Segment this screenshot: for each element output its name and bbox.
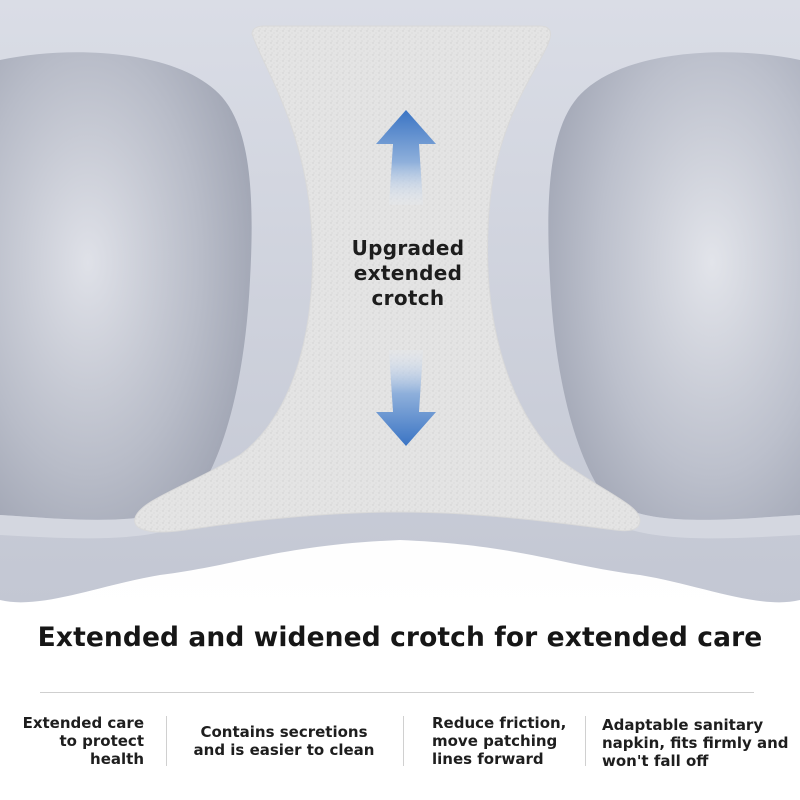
feature-line: health xyxy=(90,750,144,768)
feature-easy-clean: Contains secretions and is easier to cle… xyxy=(178,723,390,759)
feature-protect-health: Extended care to protect health xyxy=(14,714,144,768)
up-arrow-icon xyxy=(376,110,436,205)
feature-line: lines forward xyxy=(432,750,544,768)
feature-line: Adaptable sanitary xyxy=(602,716,764,734)
right-leg-opening xyxy=(548,52,800,520)
feature-line: Extended care xyxy=(22,714,144,732)
product-photo xyxy=(0,0,800,610)
feature-line: move patching xyxy=(432,732,558,750)
feature-separator xyxy=(403,716,404,766)
headline: Extended and widened crotch for extended… xyxy=(37,622,763,653)
feature-fits-firmly: Adaptable sanitary napkin, fits firmly a… xyxy=(602,716,798,770)
feature-line: and is easier to clean xyxy=(193,741,375,759)
feature-line: napkin, fits firmly and xyxy=(602,734,789,752)
crotch-label-line: crotch xyxy=(371,286,445,310)
feature-line: Reduce friction, xyxy=(432,714,567,732)
feature-separator xyxy=(166,716,167,766)
feature-separator xyxy=(585,716,586,766)
left-leg-opening xyxy=(0,52,252,520)
feature-line: to protect xyxy=(59,732,144,750)
down-arrow-icon xyxy=(376,350,436,446)
cotton-crotch-panel xyxy=(134,25,641,533)
crotch-label-line: extended xyxy=(353,261,463,285)
crotch-label-line: Upgraded xyxy=(351,236,465,260)
feature-line: Contains secretions xyxy=(200,723,368,741)
divider xyxy=(40,692,754,693)
crotch-label: Upgraded extended crotch xyxy=(318,236,498,311)
feature-line: won't fall off xyxy=(602,752,709,770)
feature-reduce-friction: Reduce friction, move patching lines for… xyxy=(432,714,578,768)
